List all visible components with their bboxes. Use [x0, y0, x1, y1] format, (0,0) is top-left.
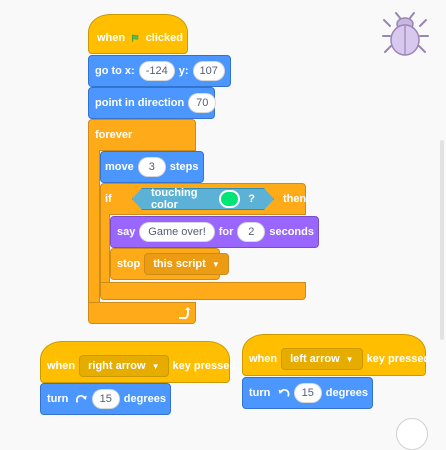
point-in-direction-label: point in direction — [95, 97, 185, 109]
chevron-down-icon: ▼ — [345, 354, 354, 364]
when-label: when — [47, 360, 76, 372]
degrees-input[interactable]: 15 — [91, 389, 120, 409]
forever-bottom-bar — [88, 302, 196, 324]
key-dropdown-right[interactable]: right arrow ▼ — [79, 355, 169, 377]
y-input[interactable]: 107 — [192, 61, 225, 81]
stop-option-label: this script — [153, 258, 206, 270]
forever-left-bar — [88, 150, 100, 305]
if-bottom-bar — [100, 282, 306, 300]
if-label: if — [105, 193, 112, 205]
x-input[interactable]: -124 — [138, 61, 175, 81]
seconds-input[interactable]: 2 — [237, 222, 266, 242]
move-steps-block[interactable]: move 3 steps — [100, 151, 204, 183]
when-right-key-pressed-block[interactable]: when right arrow ▼ key pressed — [40, 341, 236, 383]
chevron-down-icon: ▼ — [151, 361, 160, 371]
chevron-down-icon: ▼ — [211, 259, 220, 269]
point-in-direction-block[interactable]: point in direction 70 — [88, 87, 217, 119]
seconds-label: seconds — [269, 226, 314, 238]
turn-left-block[interactable]: turn 15 degrees — [242, 377, 373, 409]
steps-label: steps — [169, 161, 199, 173]
go-to-label: go to x: — [95, 65, 135, 77]
steps-input[interactable]: 3 — [137, 157, 166, 177]
degrees-input[interactable]: 15 — [293, 383, 322, 403]
zoom-button[interactable] — [396, 418, 428, 450]
vertical-scrollbar[interactable] — [440, 140, 444, 340]
y-label: y: — [178, 65, 189, 77]
touching-color-block[interactable]: touching color ? — [132, 188, 274, 210]
when-label: when — [97, 32, 126, 44]
for-label: for — [218, 226, 234, 238]
turn-left-icon — [279, 389, 290, 397]
key-option-label: right arrow — [88, 360, 146, 372]
key-pressed-label: key pressed — [172, 360, 237, 372]
degrees-label: degrees — [123, 393, 166, 405]
key-pressed-label: key pressed — [366, 353, 431, 365]
say-for-seconds-block[interactable]: say Game over! for 2 seconds — [110, 216, 319, 248]
clicked-label: clicked — [145, 32, 183, 44]
key-option-label: left arrow — [290, 353, 340, 365]
touching-color-label: touching color — [151, 187, 198, 211]
direction-input[interactable]: 70 — [188, 93, 217, 113]
question-mark-label: ? — [248, 193, 255, 205]
color-swatch[interactable] — [219, 190, 240, 208]
if-left-bar — [100, 214, 110, 284]
when-left-key-pressed-block[interactable]: when left arrow ▼ key pressed — [242, 334, 430, 376]
beetle-sprite-icon — [382, 12, 429, 56]
then-label: then — [283, 193, 307, 205]
turn-label: turn — [249, 387, 271, 399]
turn-label: turn — [47, 393, 69, 405]
degrees-label: degrees — [325, 387, 368, 399]
key-dropdown-left[interactable]: left arrow ▼ — [281, 348, 363, 370]
stop-block[interactable]: stop this script ▼ — [110, 248, 229, 280]
stop-option-dropdown[interactable]: this script ▼ — [144, 253, 229, 275]
turn-right-icon — [76, 395, 88, 403]
forever-label: forever — [95, 129, 133, 141]
message-input[interactable]: Game over! — [139, 222, 215, 242]
say-label: say — [117, 226, 136, 238]
when-flag-clicked-block[interactable]: when clicked — [88, 14, 188, 54]
forever-block[interactable]: forever — [88, 119, 196, 151]
stop-label: stop — [117, 258, 141, 270]
move-label: move — [105, 161, 134, 173]
when-label: when — [249, 353, 278, 365]
green-flag-icon — [132, 34, 139, 42]
loop-arrow-icon — [179, 307, 190, 319]
turn-right-block[interactable]: turn 15 degrees — [40, 383, 171, 415]
go-to-xy-block[interactable]: go to x: -124 y: 107 — [88, 55, 231, 87]
